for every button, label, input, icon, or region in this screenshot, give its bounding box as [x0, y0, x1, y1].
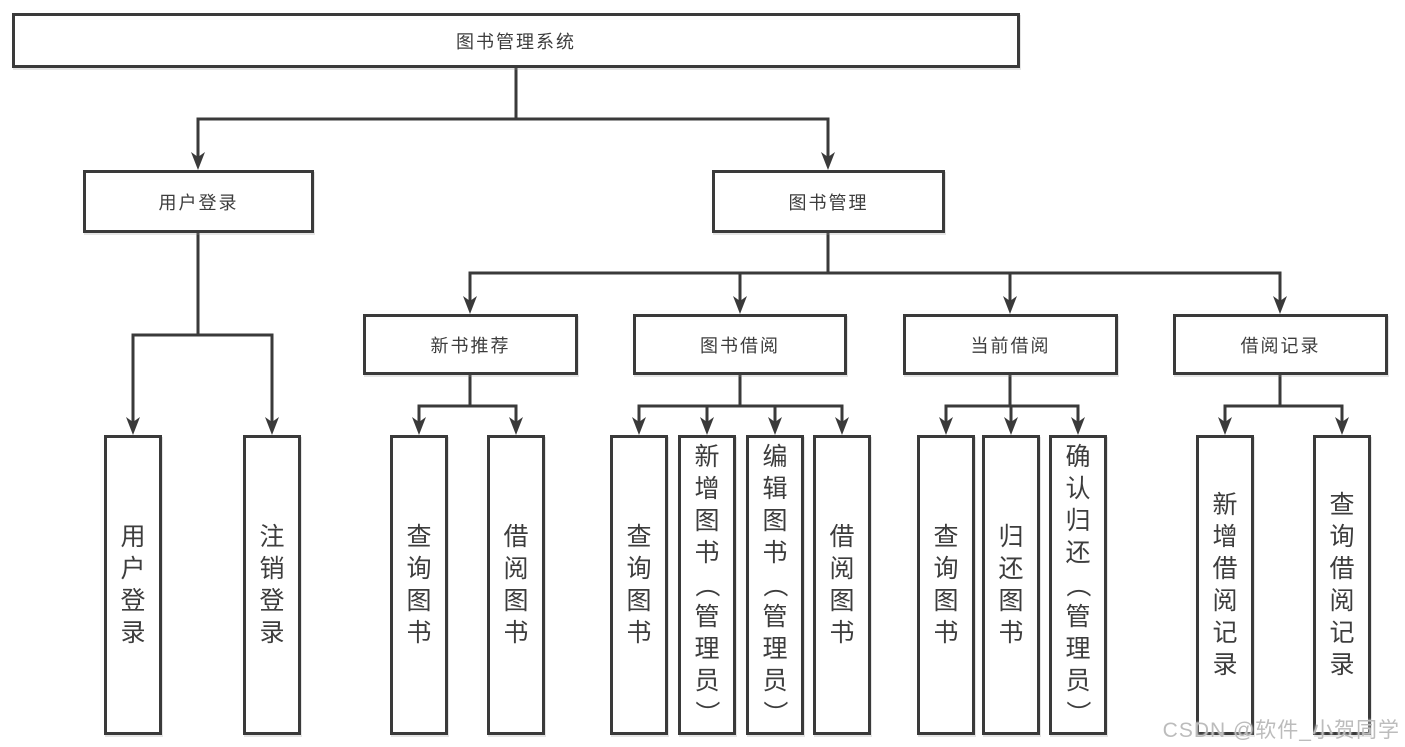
leaf-newbook-borrow-label: 借阅图书	[503, 523, 529, 647]
leaf-borrow-edit-label: 编辑图书（管理员）	[760, 443, 789, 726]
leaf-current-query: 查询图书	[917, 435, 975, 735]
leaf-borrow-add: 新增图书（管理员）	[678, 435, 736, 735]
node-book-borrow: 图书借阅	[633, 314, 847, 375]
node-user-login: 用户登录	[83, 170, 314, 233]
leaf-record-add-label: 新增借阅记录	[1212, 491, 1238, 679]
leaf-newbook-query: 查询图书	[390, 435, 448, 735]
leaf-borrow-query: 查询图书	[610, 435, 668, 735]
leaf-current-query-label: 查询图书	[933, 523, 959, 647]
leaf-current-confirm-label: 确认归还（管理员）	[1063, 443, 1092, 726]
node-book-management: 图书管理	[712, 170, 945, 233]
node-current-borrow-label: 当前借阅	[970, 335, 1051, 356]
leaf-logout-label: 注销登录	[259, 523, 285, 647]
node-root: 图书管理系统	[12, 13, 1020, 68]
leaf-borrow-borrow-label: 借阅图书	[829, 523, 855, 647]
leaf-current-confirm: 确认归还（管理员）	[1049, 435, 1107, 735]
leaf-current-return-label: 归还图书	[998, 523, 1024, 647]
node-borrow-record: 借阅记录	[1173, 314, 1388, 375]
node-borrow-record-label: 借阅记录	[1240, 335, 1321, 356]
leaf-borrow-query-label: 查询图书	[626, 523, 652, 647]
leaf-user-login-label: 用户登录	[120, 523, 146, 647]
leaf-logout: 注销登录	[243, 435, 301, 735]
leaf-borrow-add-label: 新增图书（管理员）	[692, 443, 721, 726]
leaf-newbook-borrow: 借阅图书	[487, 435, 545, 735]
node-book-management-label: 图书管理	[788, 192, 869, 213]
leaf-borrow-edit: 编辑图书（管理员）	[746, 435, 804, 735]
watermark: CSDN @软件_小贺同学	[1162, 719, 1400, 742]
leaf-current-return: 归还图书	[982, 435, 1040, 735]
node-book-borrow-label: 图书借阅	[700, 335, 780, 356]
node-new-book-recommend-label: 新书推荐	[430, 335, 511, 356]
leaf-borrow-borrow: 借阅图书	[813, 435, 871, 735]
node-current-borrow: 当前借阅	[903, 314, 1118, 375]
leaf-newbook-query-label: 查询图书	[406, 523, 432, 647]
leaf-record-query-label: 查询借阅记录	[1329, 491, 1355, 679]
leaf-record-query: 查询借阅记录	[1313, 435, 1371, 735]
leaf-user-login: 用户登录	[104, 435, 162, 735]
leaf-record-add: 新增借阅记录	[1196, 435, 1254, 735]
node-user-login-label: 用户登录	[158, 192, 239, 213]
node-new-book-recommend: 新书推荐	[363, 314, 578, 375]
node-root-label: 图书管理系统	[456, 31, 576, 52]
